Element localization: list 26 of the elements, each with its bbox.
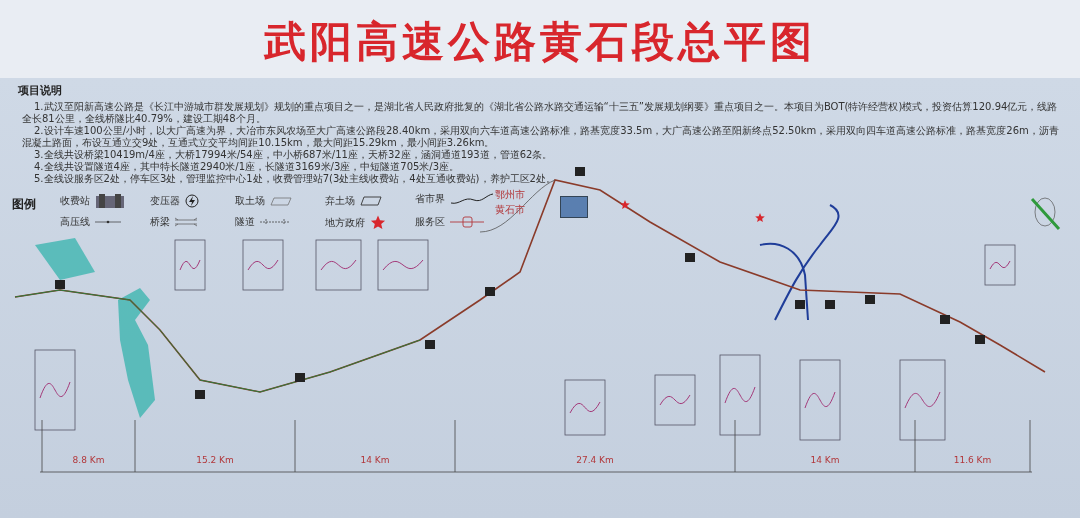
legend-label: 桥梁 bbox=[150, 215, 170, 229]
legend-label: 弃土场 bbox=[325, 194, 355, 208]
distance-label: 14 Km bbox=[359, 455, 391, 465]
distance-label: 11.6 Km bbox=[952, 455, 993, 465]
section-heading: 项目说明 bbox=[18, 83, 62, 98]
description-paragraph: 5.全线设服务区2处，停车区3处，管理监控中心1处，收费管理站7(3处主线收费站，4处互通收费站)，养护工区2处。 bbox=[33, 173, 557, 185]
legend-label: 隧道 bbox=[235, 215, 255, 229]
legend-label: 取土场 bbox=[235, 194, 265, 208]
distance-label: 14 Km bbox=[809, 455, 841, 465]
place-label: 鄂州市 bbox=[495, 188, 525, 202]
legend-heading: 图例 bbox=[12, 196, 36, 213]
place-label: 黄石市 bbox=[495, 203, 525, 217]
legend-label: 变压器 bbox=[150, 194, 180, 208]
legend-label: 服务区 bbox=[415, 215, 445, 229]
title: 武阳高速公路黄石段总平图 bbox=[263, 16, 817, 68]
description-paragraph: 1.武汉至阳新高速公路是《长江中游城市群发展规划》规划的重点项目之一，是湖北省人民政府批复的《湖北省公路水路交通运输“十三五”发展规划纲要》重点项目之一。本项目为BOT(特许经营权)模式，投资估算120.94亿元，线路全长81公里，全线桥隧比40.79%，建设工期48个月。 bbox=[22, 101, 1059, 125]
distance-label: 8.8 Km bbox=[71, 455, 106, 465]
description-paragraph: 2.设计车速100公里/小时，以大广高速为界，大冶市东风农场至大广高速公路段28.40km，采用双向六车道高速公路标准，路基宽度33.5m，大广高速公路至阳新终点52.50km，采用双向四车道高速公路标准，路基宽度26m，沥青混凝土路面，布设互通立交9处，互通式立交平均间距10.15km，最大间距15.29km，最小间距3.26km。 bbox=[22, 125, 1060, 149]
legend-label: 省市界 bbox=[415, 192, 445, 206]
description-paragraph: 3.全线共设桥梁10419m/4座，大桥17994米/54座，中小桥687米/11座，天桥32座，涵洞通道193道，管道62条。 bbox=[33, 149, 554, 161]
legend-label: 地方政府 bbox=[325, 215, 365, 230]
legend-label: 高压线 bbox=[60, 215, 90, 229]
distance-label: 15.2 Km bbox=[195, 455, 235, 465]
distance-label: 27.4 Km bbox=[575, 455, 615, 465]
legend-label: 收费站 bbox=[60, 194, 90, 208]
description-paragraph: 4.全线共设置隧道4座，其中特长隧道2940米/1座，长隧道3169米/3座，中短隧道705米/3座。 bbox=[33, 161, 461, 173]
